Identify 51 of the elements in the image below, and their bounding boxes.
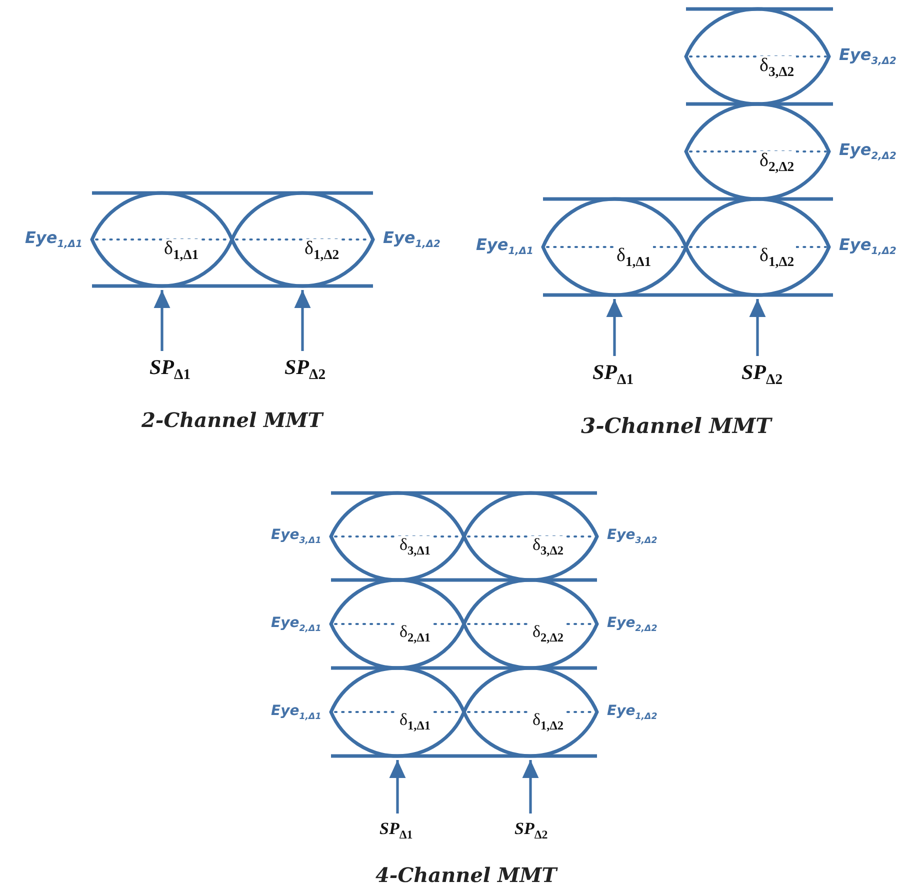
- arrow: [749, 299, 766, 356]
- eye-label: Eye$_{1,Δ1}$: [476, 237, 534, 258]
- eye-opening-label: δ$_{1,Δ2}$: [302, 238, 342, 261]
- arrow: [606, 299, 623, 356]
- eye-label: Eye$_{1,Δ1}$: [25, 230, 82, 250]
- eye-shape: [464, 580, 597, 668]
- arrow: [294, 290, 311, 351]
- eye-opening-label: δ$_{1,Δ1}$: [162, 238, 201, 261]
- sampling-point-label: SP$_{Δ1}$: [150, 357, 191, 383]
- eye-opening-label: δ$_{3,Δ2}$: [530, 536, 566, 556]
- eye-shape: [331, 668, 464, 756]
- sampling-point-label: SP$_{Δ2}$: [742, 362, 783, 388]
- eye-opening-label: δ$_{1,Δ1}$: [398, 711, 432, 732]
- arrow: [389, 760, 406, 814]
- sampling-point-label: SP$_{Δ1}$: [380, 820, 413, 841]
- panel-caption: 2-Channel MMT: [142, 410, 323, 430]
- eye-label: Eye$_{2,Δ2}$: [607, 616, 658, 633]
- eye-opening-label: δ$_{3,Δ1}$: [398, 536, 432, 556]
- eye-shape: [686, 199, 829, 295]
- eye-label: Eye$_{1,Δ2}$: [383, 230, 440, 250]
- sampling-point-label: SP$_{Δ1}$: [592, 362, 634, 388]
- eye-opening-label: δ$_{1,Δ1}$: [614, 246, 654, 268]
- eye-label: Eye$_{3,Δ1}$: [271, 528, 322, 546]
- eye-opening-label: δ$_{1,Δ2}$: [530, 711, 566, 732]
- eye-shape: [686, 9, 829, 104]
- eye-shape: [232, 193, 373, 286]
- eye-label: Eye$_{2,Δ2}$: [839, 142, 896, 162]
- eye-shape: [92, 193, 232, 286]
- eye-shape: [543, 199, 686, 295]
- arrow: [154, 290, 170, 351]
- eye-shape: [331, 493, 464, 580]
- eye-opening-label: δ$_{2,Δ2}$: [758, 150, 796, 173]
- eye-shape: [464, 493, 597, 580]
- eye-shape: [686, 104, 829, 199]
- eye-opening-label: δ$_{2,Δ2}$: [530, 623, 566, 644]
- eye-opening-label: δ$_{3,Δ2}$: [758, 56, 796, 78]
- eye-label: Eye$_{1,Δ1}$: [271, 704, 322, 721]
- eye-shape: [331, 580, 464, 668]
- eye-opening-label: δ$_{2,Δ1}$: [398, 623, 432, 644]
- sampling-point-label: SP$_{Δ2}$: [284, 357, 326, 383]
- eye-label: Eye$_{3,Δ2}$: [839, 46, 896, 67]
- panel-caption: 3-Channel MMT: [581, 414, 772, 436]
- eye-shape: [464, 668, 597, 756]
- eye-label: Eye$_{1,Δ2}$: [839, 237, 896, 258]
- panel-caption: 4-Channel MMT: [376, 865, 557, 885]
- eye-label: Eye$_{1,Δ2}$: [607, 704, 658, 721]
- arrow: [522, 760, 539, 814]
- eye-label: Eye$_{2,Δ1}$: [271, 616, 322, 633]
- eye-opening-label: δ$_{1,Δ2}$: [758, 246, 796, 268]
- sampling-point-label: SP$_{Δ2}$: [514, 820, 548, 841]
- eye-label: Eye$_{3,Δ2}$: [607, 528, 658, 546]
